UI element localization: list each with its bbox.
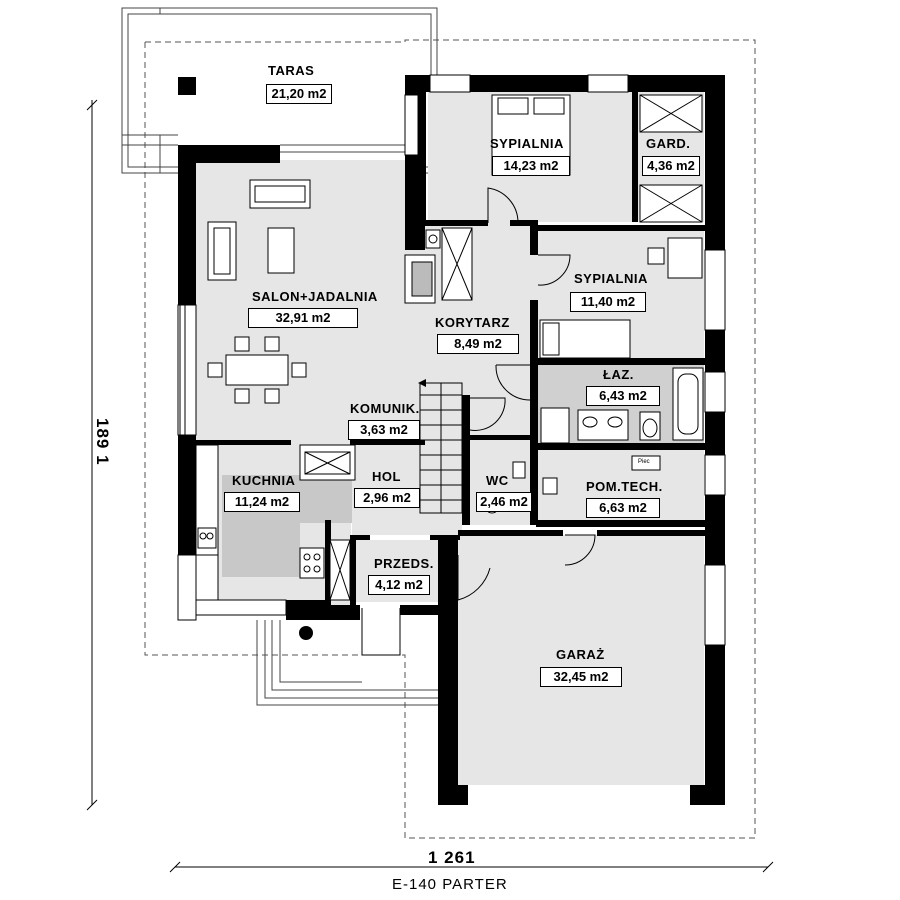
room-area-komunikacja: 3,63 m2: [348, 420, 420, 440]
stair-arrow: [418, 379, 426, 387]
room-area-lazienka: 6,43 m2: [586, 386, 660, 406]
room-area-hol: 2,96 m2: [354, 488, 420, 508]
entrance-column: [299, 626, 313, 640]
room-name-kuchnia: KUCHNIA: [232, 473, 296, 488]
room-name-sypialnia-1: SYPIALNIA: [490, 136, 564, 151]
room-name-gard: GARD.: [646, 136, 691, 151]
room-name-komunikacja: KOMUNIK.: [350, 401, 420, 416]
room-name-garaz: GARAŻ: [556, 647, 605, 662]
room-name-sypialnia-2: SYPIALNIA: [574, 271, 648, 286]
roof-outline: [144, 39, 756, 839]
room-area-sypialnia-1: 14,23 m2: [492, 156, 570, 176]
room-area-gard: 4,36 m2: [642, 156, 700, 176]
room-area-taras: 21,20 m2: [266, 84, 332, 104]
wardrobes: [299, 94, 703, 601]
windows: [177, 74, 726, 646]
stairs: [419, 382, 463, 514]
interior-walls: [196, 92, 706, 610]
dimension-width: 1 261: [428, 848, 476, 867]
dimension-height: 189 1: [93, 418, 112, 466]
room-area-garaz: 32,45 m2: [540, 667, 622, 687]
room-area-korytarz: 8,49 m2: [437, 334, 519, 354]
room-name-przedsionek: PRZEDS.: [374, 556, 434, 571]
room-area-salon: 32,91 m2: [248, 308, 358, 328]
room-area-kuchnia: 11,24 m2: [224, 492, 300, 512]
dimension-lines: [86, 99, 774, 873]
entrance-steps: [256, 620, 438, 706]
room-name-korytarz: KORYTARZ: [435, 315, 510, 330]
room-area-pomtech: 6,63 m2: [586, 498, 660, 518]
room-name-taras: TARAS: [268, 63, 315, 78]
room-name-wc: WC: [486, 473, 509, 488]
fireplace: [404, 254, 436, 304]
drawing-caption: E-140 PARTER: [392, 876, 508, 893]
boiler-label: Piec: [638, 459, 650, 465]
room-area-wc: 2,46 m2: [476, 492, 532, 512]
room-name-salon: SALON+JADALNIA: [252, 289, 378, 304]
room-name-pomtech: POM.TECH.: [586, 479, 663, 494]
terrace-column: [178, 77, 196, 95]
room-name-hol: HOL: [372, 469, 401, 484]
room-area-przedsionek: 4,12 m2: [368, 575, 430, 595]
room-area-sypialnia-2: 11,40 m2: [570, 292, 646, 312]
room-name-lazienka: ŁAZ.: [603, 367, 634, 382]
doors: [361, 187, 596, 656]
